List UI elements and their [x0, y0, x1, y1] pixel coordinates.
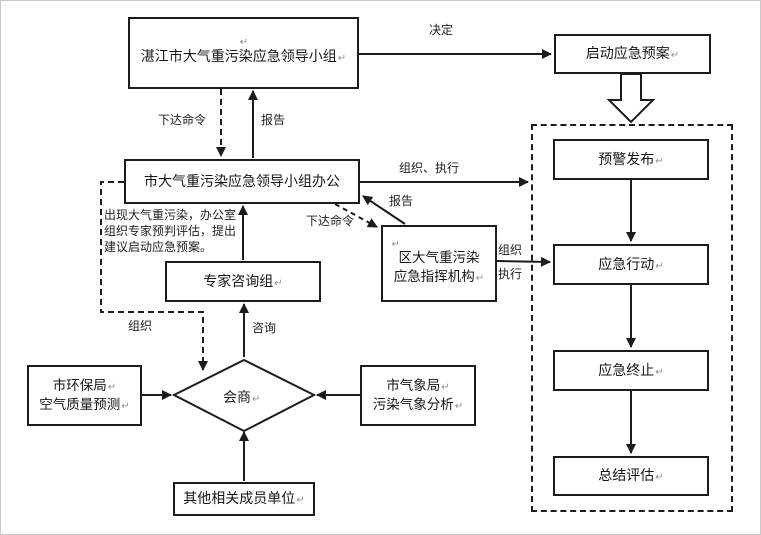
return-mark: ↵ [655, 260, 664, 272]
return-mark: ↵ [391, 239, 400, 251]
node-expert-group: 专家咨询组↵ [165, 261, 321, 302]
return-mark: ↵ [670, 50, 680, 62]
node-epa: 市环保局↵ 空气质量预测↵ [27, 365, 142, 426]
annotation-note-line1: 出现大气重污染，办公室 [104, 208, 237, 222]
node-start-plan: 启动应急预案↵ [554, 34, 711, 74]
return-mark: ↵ [655, 155, 664, 167]
return-mark: ↵ [454, 400, 464, 412]
return-mark: ↵ [107, 381, 117, 393]
edge-label-report-district: 报告 [389, 194, 414, 208]
node-district-line2: 应急指挥机构 [393, 269, 475, 284]
node-leader-group-label: 湛江市大气重污染应急领导小组 [140, 48, 337, 65]
node-emergency-action: 应急行动↵ [553, 244, 709, 285]
node-summary-evaluation: 总结评估↵ [553, 456, 709, 496]
node-other-members-label: 其他相关成员单位 [183, 490, 296, 507]
edge-label-consult: 咨询 [252, 321, 277, 335]
return-mark: ↵ [252, 394, 261, 405]
node-warning-label: 预警发布 [598, 150, 655, 167]
return-mark: ↵ [655, 366, 664, 378]
edge-label-execute-district: 执行 [498, 267, 523, 281]
node-weather-line2: 污染气象分析 [372, 396, 454, 412]
edge-label-decide: 决定 [429, 23, 454, 37]
node-action-label: 应急行动 [598, 255, 655, 272]
node-emergency-termination: 应急终止↵ [553, 350, 709, 391]
meeting-diamond-label: 会商↵ [223, 387, 260, 407]
response-phase-container [531, 124, 733, 512]
node-start-plan-label: 启动应急预案 [585, 45, 670, 62]
return-mark: ↵ [475, 273, 485, 284]
return-mark: ↵ [337, 53, 347, 65]
node-warning-release: 预警发布↵ [553, 139, 709, 180]
edge-label-organize-district: 组织 [498, 243, 523, 257]
return-mark: ↵ [274, 277, 283, 289]
node-district-command: ↵ 区大气重污染 应急指挥机构↵ [381, 225, 497, 302]
annotation-note-line2: 组织专家预判评估，提出 [104, 224, 237, 238]
node-other-members: 其他相关成员单位↵ [173, 482, 315, 516]
annotation-note-line3: 建议启动应急预案。 [104, 240, 213, 254]
block-down-arrow [606, 73, 656, 124]
node-weather-bureau: 市气象局↵ 污染气象分析↵ [360, 365, 476, 426]
node-district-line1: 区大气重污染 [398, 250, 480, 266]
node-weather-line1: 市气象局 [386, 377, 441, 393]
node-termination-label: 应急终止 [598, 361, 655, 378]
node-epa-line1: 市环保局 [52, 377, 107, 393]
node-leader-group: ↵ 湛江市大气重污染应急领导小组↵ [128, 17, 359, 89]
return-mark: ↵ [121, 400, 130, 412]
node-office: 市大气重污染应急领导小组办公 [124, 159, 360, 204]
edge-label-report-up: 报告 [261, 113, 286, 127]
edge-label-organize-meeting: 组织 [128, 319, 153, 333]
node-meeting-label: 会商 [223, 389, 251, 405]
node-expert-group-label: 专家咨询组 [203, 272, 274, 289]
return-mark: ↵ [296, 495, 305, 507]
node-evaluation-label: 总结评估 [598, 467, 655, 484]
edge-label-organize-execute: 组织、执行 [399, 161, 460, 175]
return-mark: ↵ [239, 37, 249, 49]
edge-label-order-district: 下达命令 [306, 214, 355, 228]
return-mark: ↵ [655, 472, 664, 484]
node-office-label: 市大气重污染应急领导小组办公 [144, 172, 340, 189]
return-mark: ↵ [441, 381, 450, 393]
annotation-note: 出现大气重污染，办公室 组织专家预判评估，提出 建议启动应急预案。 [104, 207, 292, 255]
edge-label-order-down: 下达命令 [158, 113, 207, 127]
node-epa-line2: 空气质量预测 [39, 396, 121, 412]
